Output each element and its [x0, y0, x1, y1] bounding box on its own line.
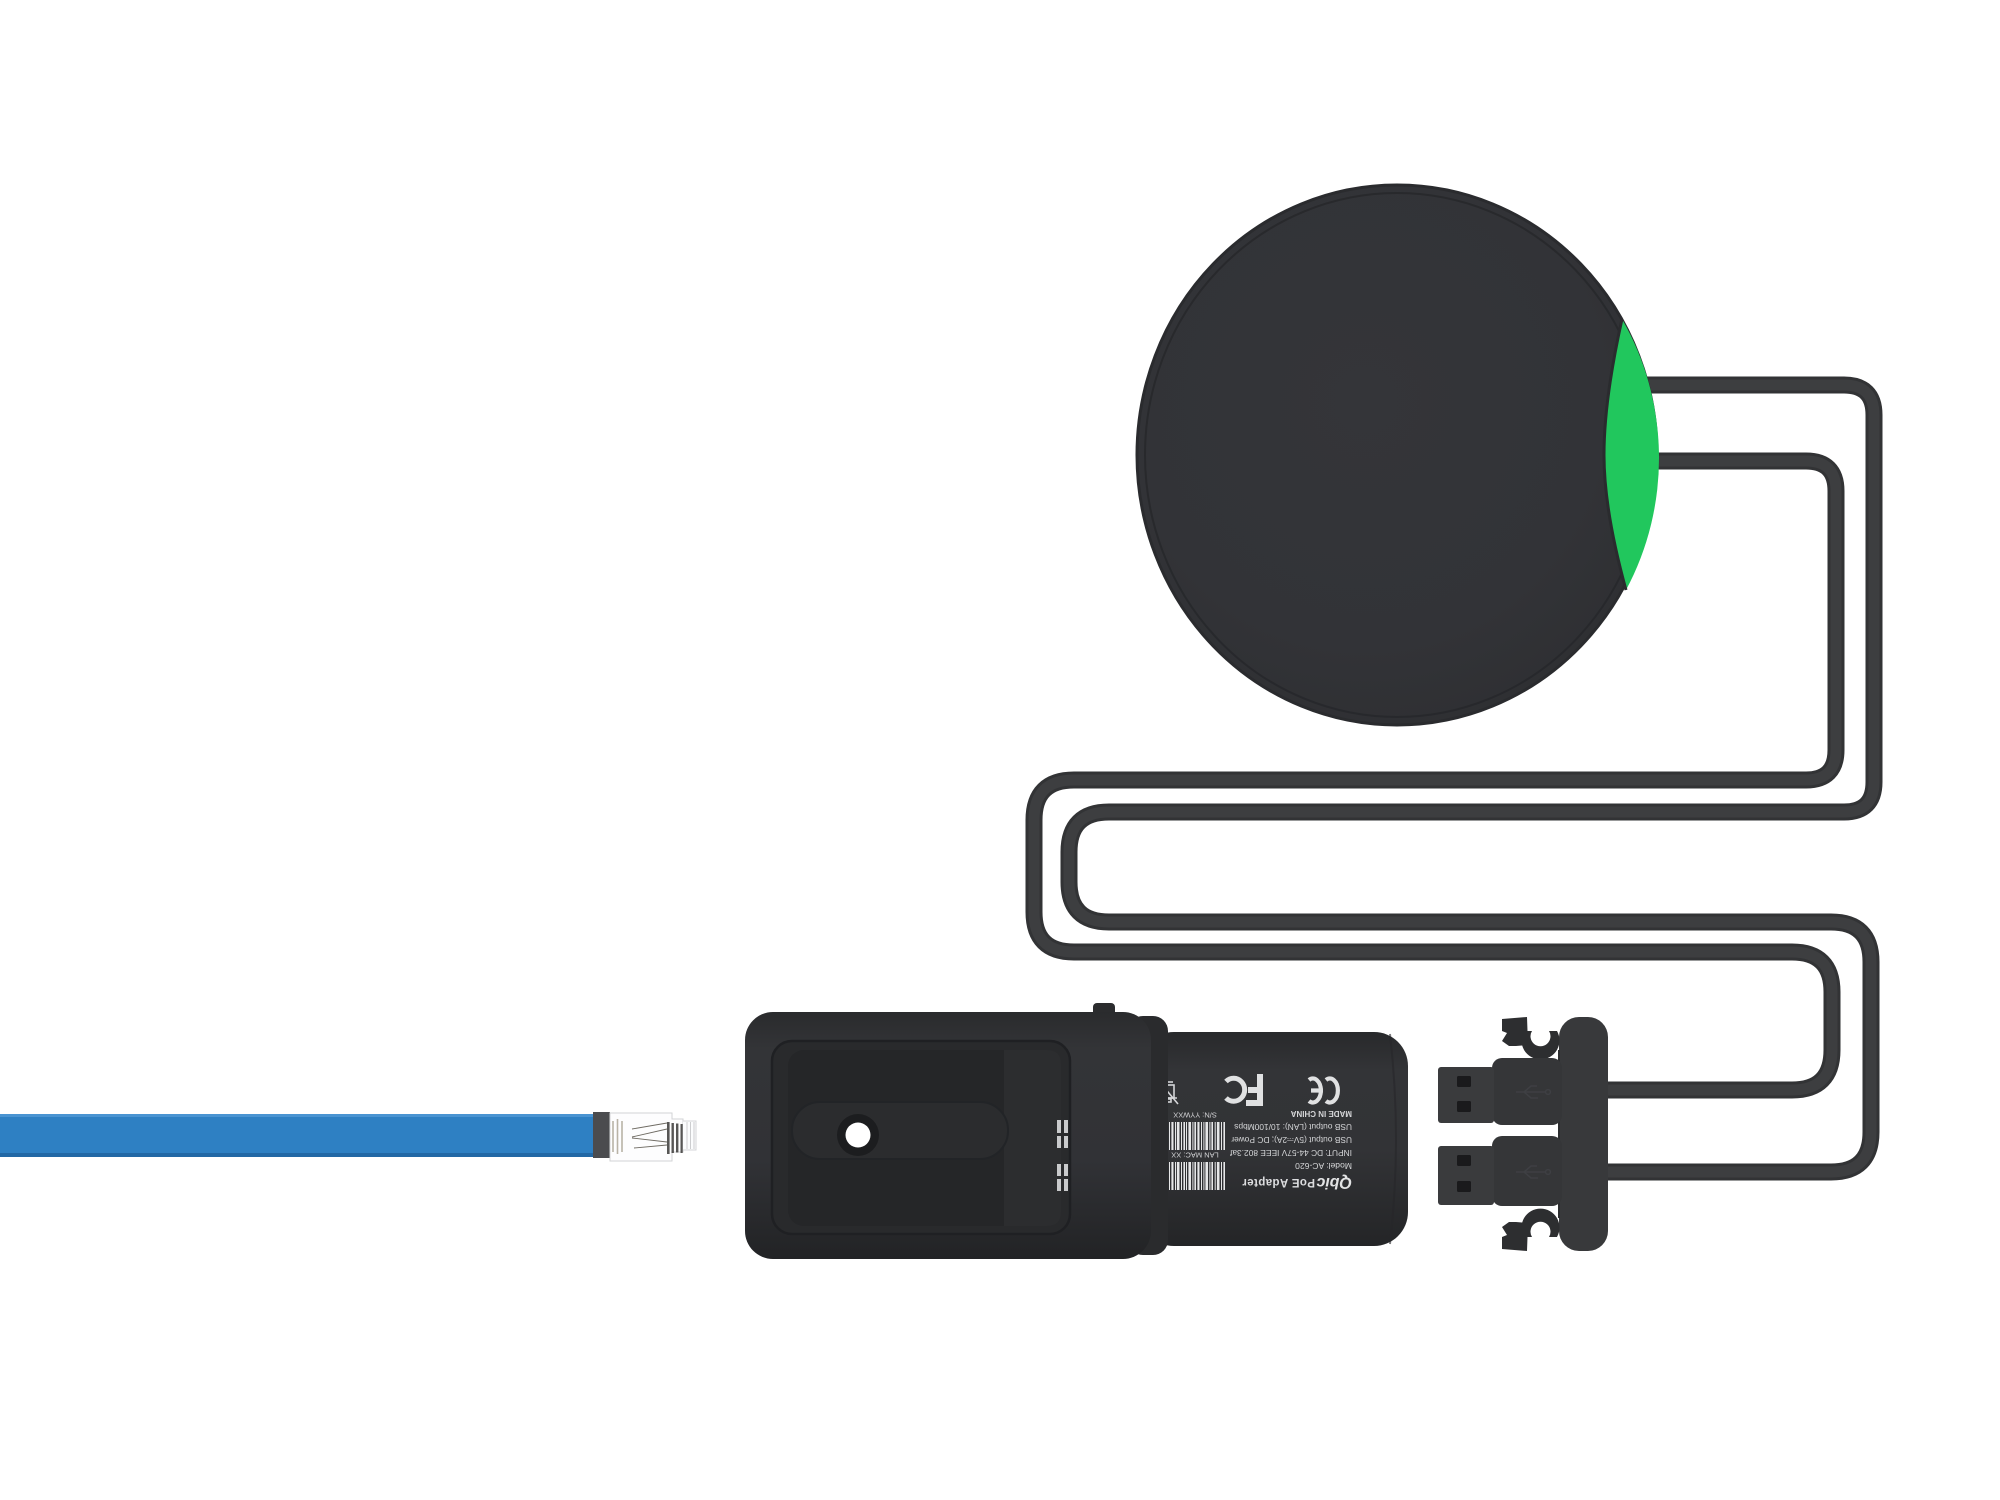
svg-text:S/N: YYWXX: S/N: YYWXX	[1173, 1111, 1217, 1120]
svg-text:Model: AC-620: Model: AC-620	[1295, 1161, 1352, 1171]
svg-text:LAN MAC: XX: LAN MAC: XX	[1171, 1151, 1219, 1160]
svg-text:PoE Adapter: PoE Adapter	[1242, 1176, 1315, 1188]
svg-text:Qbic: Qbic	[1316, 1174, 1352, 1191]
svg-text:INPUT: DC 44-57V IEEE 802.3af: INPUT: DC 44-57V IEEE 802.3af	[1229, 1148, 1352, 1158]
svg-text:USB output (LAN): 10/100Mbps: USB output (LAN): 10/100Mbps	[1234, 1122, 1352, 1132]
svg-text:USB output (5V⎓2A); DC Power: USB output (5V⎓2A); DC Power	[1231, 1135, 1352, 1145]
svg-text:MADE IN CHINA: MADE IN CHINA	[1290, 1109, 1352, 1118]
